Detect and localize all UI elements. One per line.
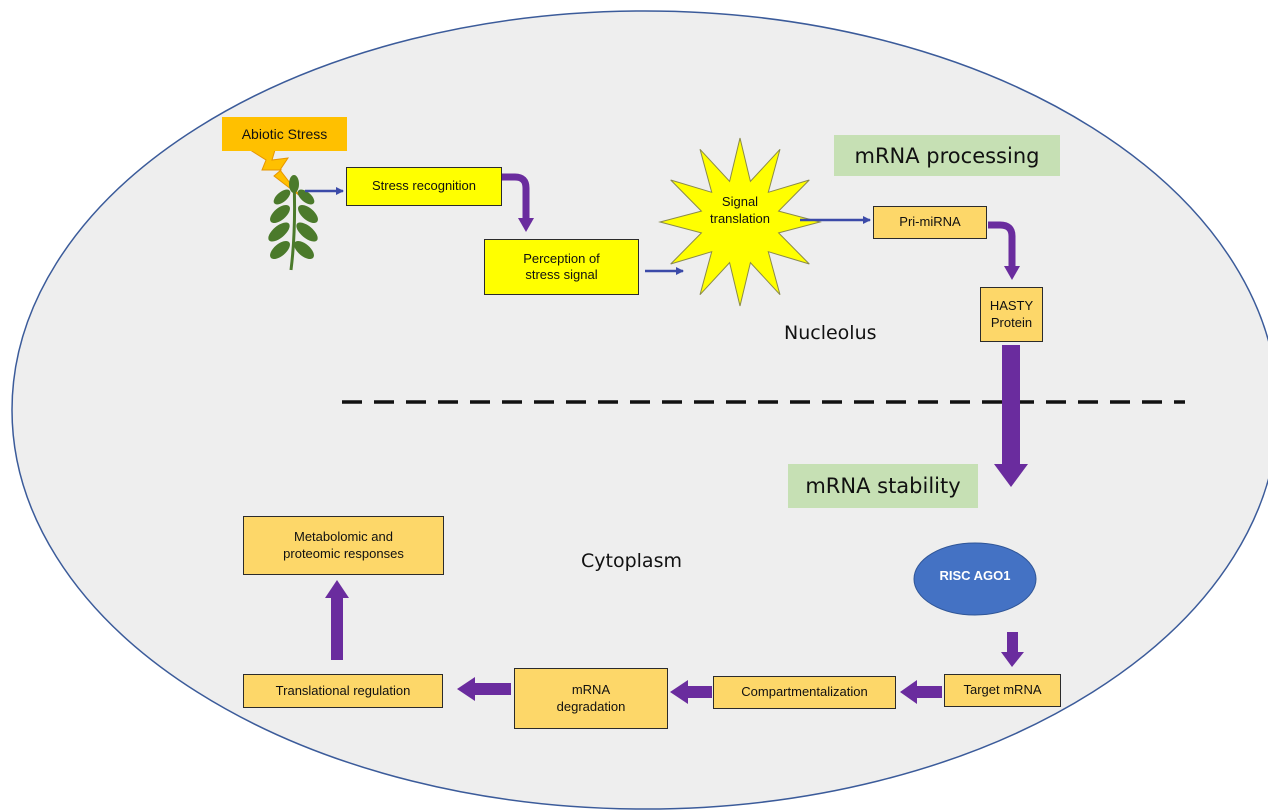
arrow-degradation-to-translational [473, 683, 511, 695]
mrna-processing-stage: mRNA processing [834, 135, 1060, 176]
mrna-stability-stage: mRNA stability [788, 464, 978, 508]
starburst-shape [658, 137, 822, 307]
arrow-primirna-to-hasty [988, 221, 1016, 268]
signal-translation-label: Signal translation [710, 194, 770, 226]
cytoplasm-label: Cytoplasm [581, 550, 682, 572]
mrna-degradation-node: mRNA degradation [514, 668, 668, 729]
risc-ago1-label: RISC AGO1 [939, 568, 1011, 583]
arrowhead-target [900, 680, 917, 704]
arrowhead-recognition [518, 218, 534, 232]
stress-recognition-node: Stress recognition [346, 167, 502, 206]
arrow-compartment-to-degradation [686, 686, 712, 698]
pri-mirna-node: Pri-miRNA [873, 206, 987, 239]
arrow-recognition-to-perception [502, 173, 530, 219]
risc-ago1-node [913, 542, 1037, 616]
metabolomic-responses-node: Metabolomic and proteomic responses [243, 516, 444, 575]
perception-node: Perception of stress signal [484, 239, 639, 295]
translational-regulation-node: Translational regulation [243, 674, 443, 708]
arrowhead-primirna [1004, 266, 1020, 280]
plant-leaf-icon [268, 175, 318, 271]
arrow-target-to-compartment [915, 686, 942, 698]
arrowhead-compartment [670, 680, 688, 704]
arrowhead-risc [1001, 652, 1024, 667]
compartmentalization-node: Compartmentalization [713, 676, 896, 709]
arrowhead-translational [325, 580, 349, 598]
arrowhead-degradation [457, 677, 475, 701]
arrow-risc-to-target [1007, 632, 1018, 654]
arrow-hasty-to-cytoplasm [1002, 345, 1020, 466]
nucleolus-label: Nucleolus [784, 322, 877, 344]
abiotic-stress-label: Abiotic Stress [222, 117, 347, 151]
hasty-protein-node: HASTY Protein [980, 287, 1043, 342]
arrowhead-hasty [994, 464, 1028, 487]
target-mrna-node: Target mRNA [944, 674, 1061, 707]
arrow-translational-to-responses [331, 596, 343, 660]
